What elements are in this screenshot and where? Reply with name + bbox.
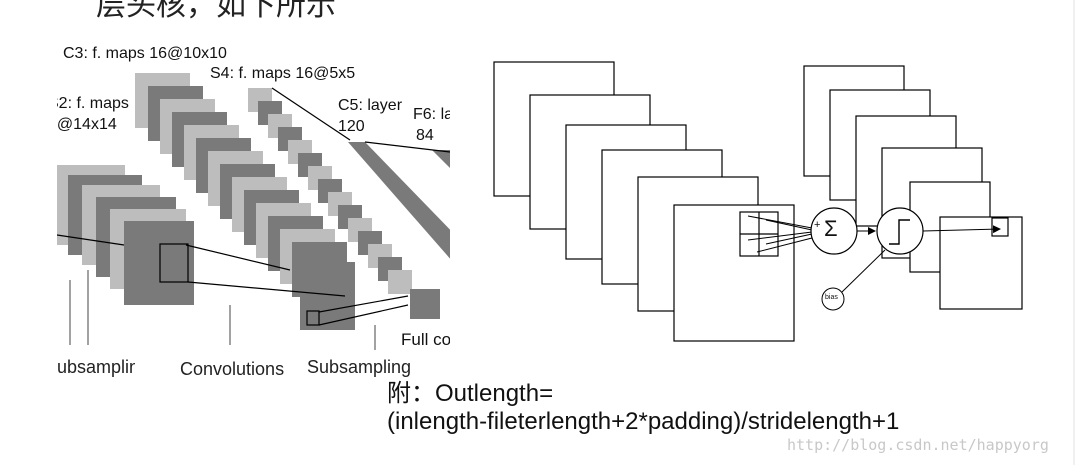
subsampling-left-label: Subsampling xyxy=(45,357,135,377)
activation-node xyxy=(876,207,924,255)
bias-node xyxy=(821,287,845,311)
convolutions-label: Convolutions xyxy=(180,359,285,379)
c3-feature-maps xyxy=(135,73,355,330)
kernel-to-sum-lines xyxy=(747,215,813,253)
c5-label-line2: 120 xyxy=(338,118,365,135)
s4-label: S4: f. maps 16@5x5 xyxy=(210,65,356,82)
sum-symbol: Σ xyxy=(824,216,838,241)
formula-line2: (inlength-fileterlength+2*padding)/strid… xyxy=(387,408,900,435)
input-feature-maps xyxy=(493,61,795,342)
output-feature-maps xyxy=(803,65,1023,310)
activation-to-output-arrow xyxy=(922,225,1001,234)
heading-fragment: 层头核，如下所示 xyxy=(96,0,336,23)
kernel-window xyxy=(739,211,779,257)
f6-layer xyxy=(432,150,450,168)
connection-lines xyxy=(57,87,450,326)
neuron-diagram xyxy=(493,61,1023,342)
f6-label-line1: F6: layer xyxy=(413,106,450,123)
s4-feature-maps xyxy=(248,88,440,319)
c3-label: C3: f. maps 16@10x10 xyxy=(63,45,227,62)
step-function-icon xyxy=(889,219,910,245)
cnn-architecture xyxy=(57,30,450,350)
plus-symbol: + xyxy=(814,219,821,231)
formula-line1: 附：Outlength= xyxy=(387,380,554,407)
bias-line xyxy=(841,249,886,293)
watermark: http://blog.csdn.net/happyorg xyxy=(787,436,1049,454)
c5-layer xyxy=(348,142,450,259)
f6-label-line2: 84 xyxy=(416,127,434,144)
s2-label-line2: 6@14x14 xyxy=(48,116,117,133)
label-pointer-lines xyxy=(69,270,376,350)
s2-label-line1: S2: f. maps xyxy=(48,95,129,112)
bias-label: bias xyxy=(825,294,838,301)
s2-feature-maps xyxy=(57,165,194,305)
full-connection-label: Full connection xyxy=(401,330,450,349)
c5-label-line1: C5: layer xyxy=(338,97,403,114)
subsampling-right-label: Subsampling xyxy=(307,357,412,377)
